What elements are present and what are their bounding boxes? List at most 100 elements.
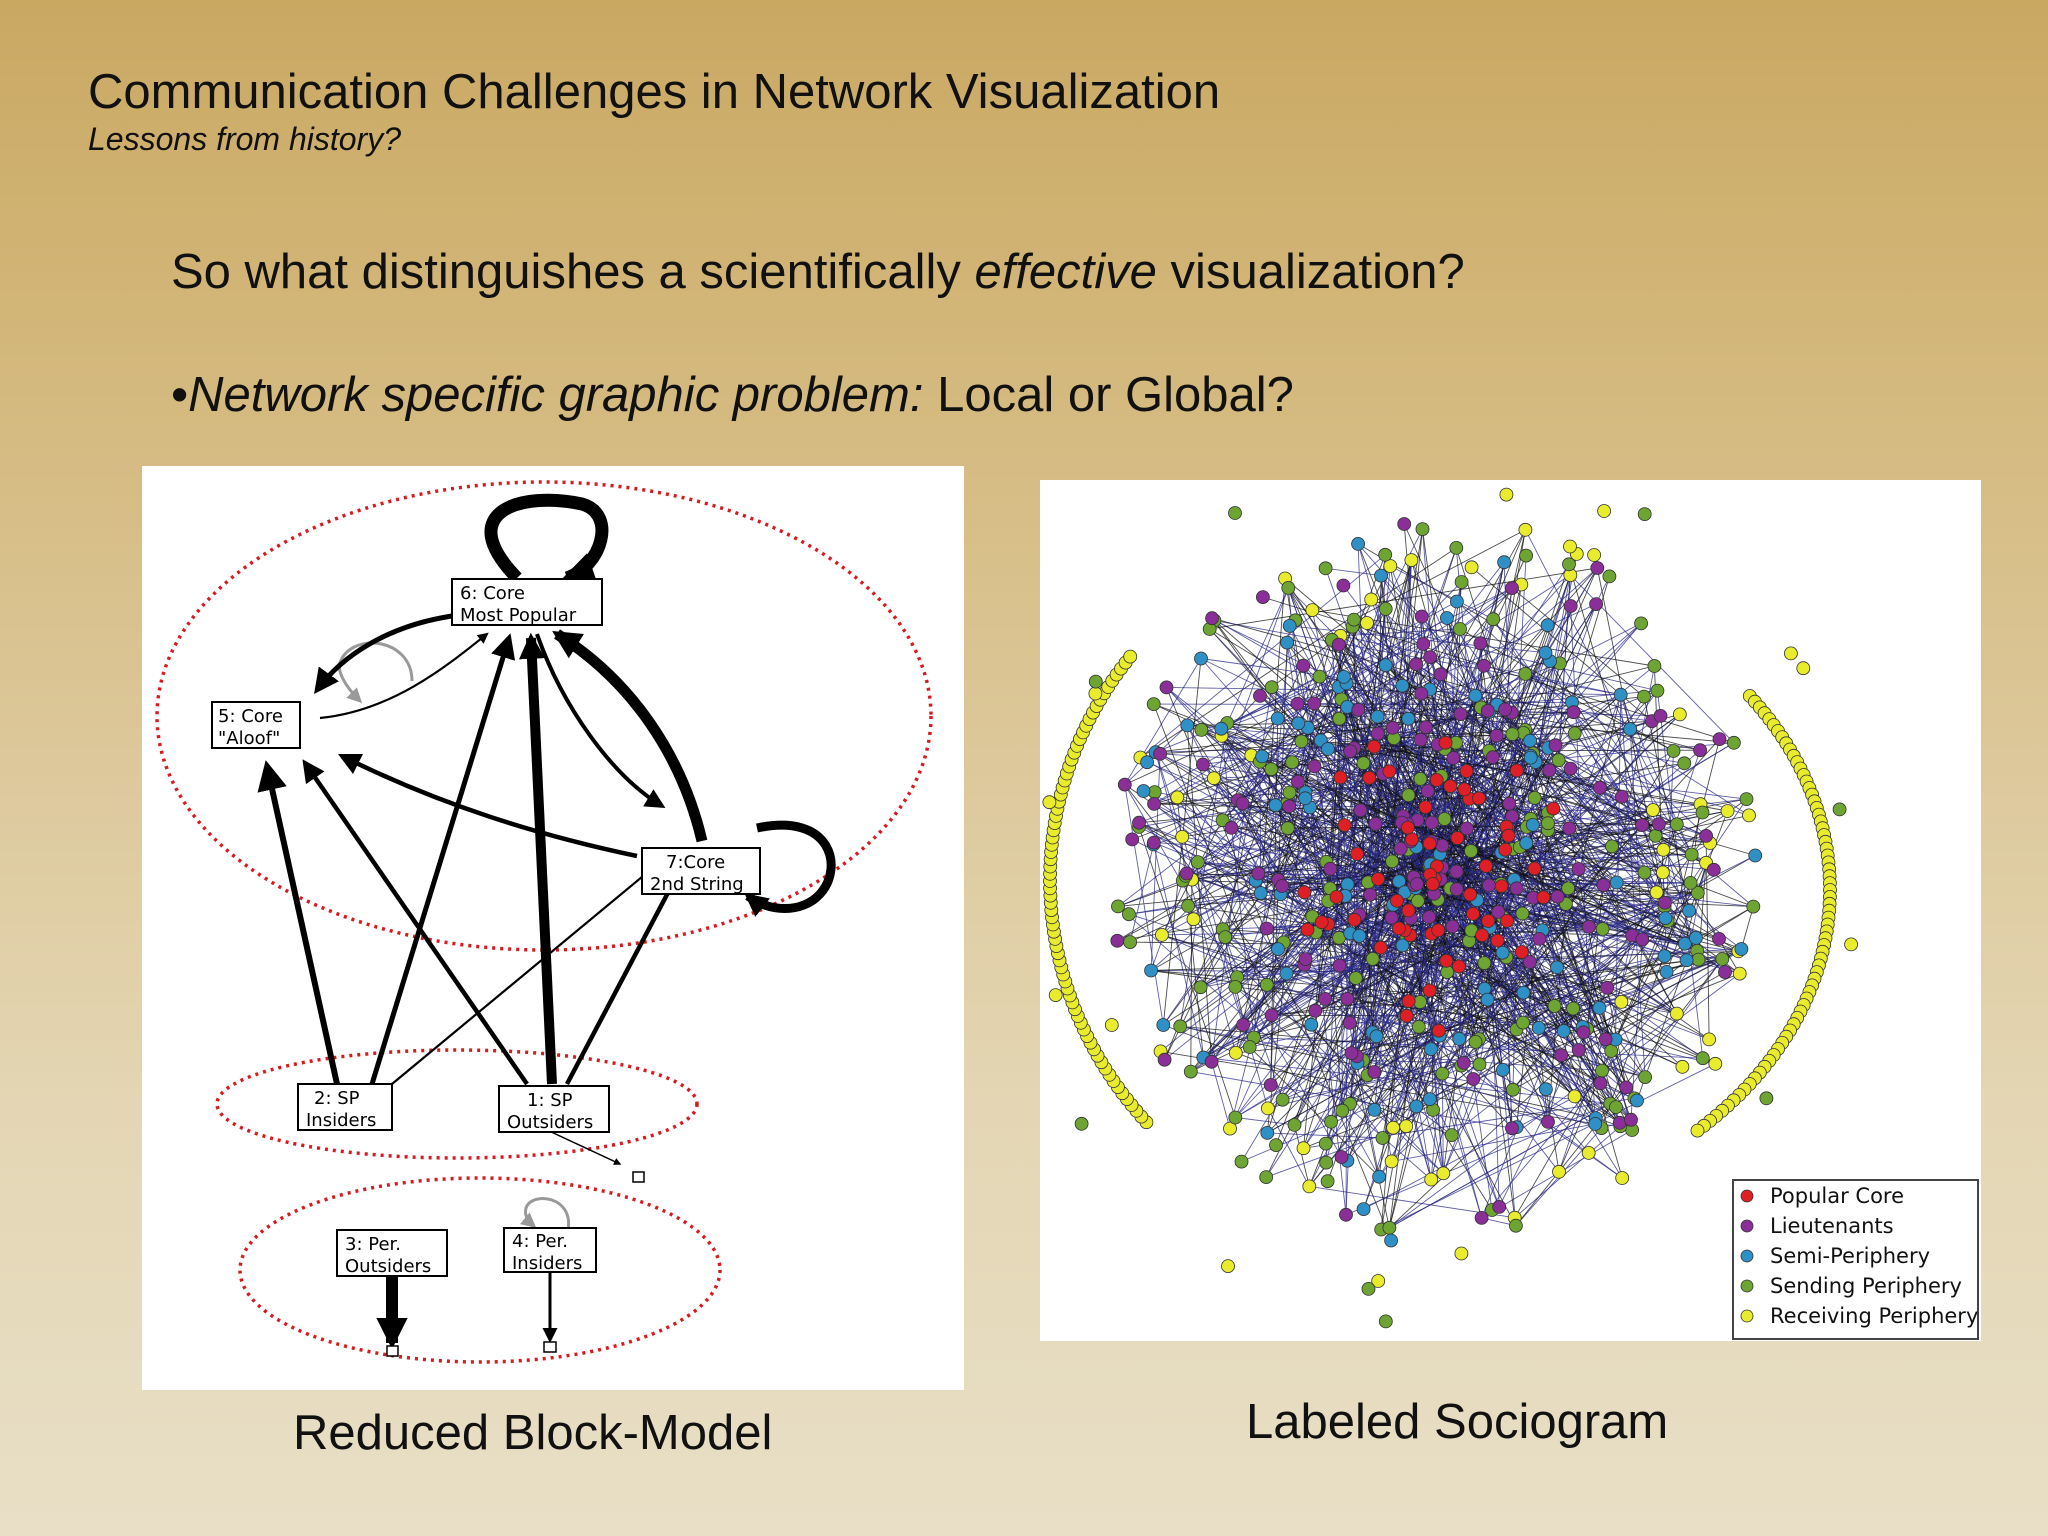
- sociogram-node: [1088, 686, 1103, 701]
- sociogram-node: [1074, 1116, 1089, 1131]
- sociogram-legend: Popular Core Lieutenants Semi-Periphery …: [1732, 1179, 1979, 1340]
- sociogram-node: [1251, 866, 1266, 881]
- sociogram-node: [1351, 702, 1366, 717]
- sociogram-edge: [1129, 844, 1155, 943]
- sociogram-node: [1356, 756, 1371, 771]
- sociogram-node: [1459, 821, 1474, 836]
- sociogram-node: [1718, 965, 1732, 980]
- sociogram-node: [1218, 930, 1233, 945]
- sociogram-node: [1683, 875, 1698, 890]
- sociogram-node: [1400, 820, 1415, 835]
- sociogram-node: [1562, 821, 1577, 836]
- sociogram-node: [1474, 1211, 1489, 1225]
- sociogram-node: [1367, 739, 1382, 754]
- sociogram-node: [1297, 885, 1312, 900]
- legend-item-semi-periphery: Semi-Periphery: [1740, 1244, 1930, 1268]
- sociogram-edge: [1522, 926, 1590, 1023]
- sociogram-node: [1282, 799, 1297, 814]
- sociogram-node: [1234, 1154, 1249, 1169]
- sociogram-node: [1450, 831, 1465, 845]
- sociogram-node: [1563, 599, 1578, 613]
- sociogram-edge: [1370, 599, 1534, 754]
- sociogram-node: [1540, 618, 1555, 633]
- sociogram-node: [1708, 1056, 1723, 1071]
- sociogram-edge: [1516, 623, 1642, 771]
- sociogram-node: [1472, 1057, 1487, 1072]
- sociogram-node: [1702, 1032, 1716, 1047]
- edge-sp-outsiders-to-second: [565, 866, 683, 1086]
- sociogram-edge: [1740, 906, 1754, 950]
- sociogram-node: [1125, 832, 1140, 847]
- legend-swatch-receiving-periphery: [1740, 1309, 1754, 1323]
- sociogram-node: [1590, 561, 1605, 575]
- sociogram-node: [1459, 764, 1474, 778]
- sociogram-node: [1538, 1082, 1553, 1097]
- sociogram-node: [1159, 680, 1174, 695]
- sociogram-edge: [1441, 1073, 1444, 1174]
- node-label-line1: 3: Per.: [345, 1234, 401, 1255]
- sociogram-node: [1369, 1029, 1384, 1044]
- sociogram-node: [1473, 636, 1488, 651]
- sociogram-node: [1378, 601, 1393, 616]
- sociogram-edge: [1261, 756, 1412, 895]
- sociogram-node: [1395, 678, 1410, 693]
- sociogram-node: [1759, 1091, 1774, 1106]
- sociogram-edge: [1434, 854, 1692, 865]
- sociogram-node: [1536, 890, 1551, 905]
- sociogram-node: [1637, 507, 1652, 521]
- sociogram-node: [1401, 994, 1416, 1009]
- sociogram-node: [1679, 953, 1694, 968]
- sociogram-node: [1344, 1046, 1359, 1060]
- sociogram-edge: [1389, 565, 1543, 931]
- sociogram-node: [1554, 1048, 1569, 1063]
- sociogram-edge: [1419, 529, 1526, 780]
- slide-title: Communication Challenges in Network Visu…: [88, 65, 1221, 119]
- sociogram-node: [1259, 1170, 1274, 1184]
- sociogram-edge: [1307, 565, 1391, 728]
- sociogram-node: [1498, 702, 1513, 717]
- sociogram-node: [1546, 801, 1561, 816]
- sociogram-edge: [1202, 764, 1357, 979]
- sociogram-edge: [1237, 683, 1347, 801]
- sociogram-node: [1384, 1154, 1399, 1169]
- sociogram-node: [1666, 744, 1681, 758]
- sociogram-node: [1364, 592, 1379, 607]
- sociogram-node: [1523, 750, 1538, 765]
- sociogram-node: [1495, 945, 1510, 960]
- sociogram-node: [1294, 734, 1309, 749]
- sociogram-edge: [1615, 694, 1622, 1040]
- sociogram-node: [1646, 803, 1660, 817]
- sociogram-node: [1228, 1110, 1243, 1125]
- sociogram-edge: [1211, 1061, 1231, 1129]
- sociogram-edge: [1155, 752, 1237, 1054]
- sociogram-node: [1401, 903, 1416, 918]
- sociogram-edge: [1124, 784, 1164, 1026]
- sociogram-node: [1597, 504, 1611, 518]
- sociogram-edge: [1512, 971, 1726, 1091]
- edge-sp-outsiders-out: [546, 1129, 622, 1165]
- sociogram-node: [1384, 910, 1399, 925]
- node-label-line1: 6: Core: [460, 583, 525, 604]
- sociogram-node: [1844, 937, 1858, 952]
- sociogram-node: [1186, 912, 1201, 927]
- sociogram-node: [1435, 1066, 1450, 1081]
- sociogram-node: [1595, 922, 1610, 936]
- sociogram-node: [1291, 774, 1305, 789]
- sociogram-edge: [1512, 623, 1642, 735]
- sociogram-node: [1401, 788, 1416, 803]
- sociogram-node: [1732, 966, 1747, 981]
- sociogram-edge: [1153, 703, 1426, 808]
- sociogram-node: [1411, 1019, 1426, 1034]
- sociogram-edge: [1294, 1124, 1310, 1187]
- node-label-line2: 2nd String: [650, 874, 744, 895]
- sociogram-node: [1409, 1099, 1424, 1114]
- sociogram-node: [1333, 770, 1348, 785]
- sociogram-node: [1505, 727, 1520, 742]
- sociogram-node: [1228, 1046, 1243, 1060]
- sociogram-edge: [1385, 665, 1517, 1030]
- sociogram-edge: [1363, 1082, 1601, 1210]
- sociogram-node: [1270, 711, 1285, 726]
- sociogram-edge: [1180, 1025, 1432, 1050]
- sociogram-node: [1155, 927, 1169, 942]
- sociogram-edge: [1271, 742, 1457, 770]
